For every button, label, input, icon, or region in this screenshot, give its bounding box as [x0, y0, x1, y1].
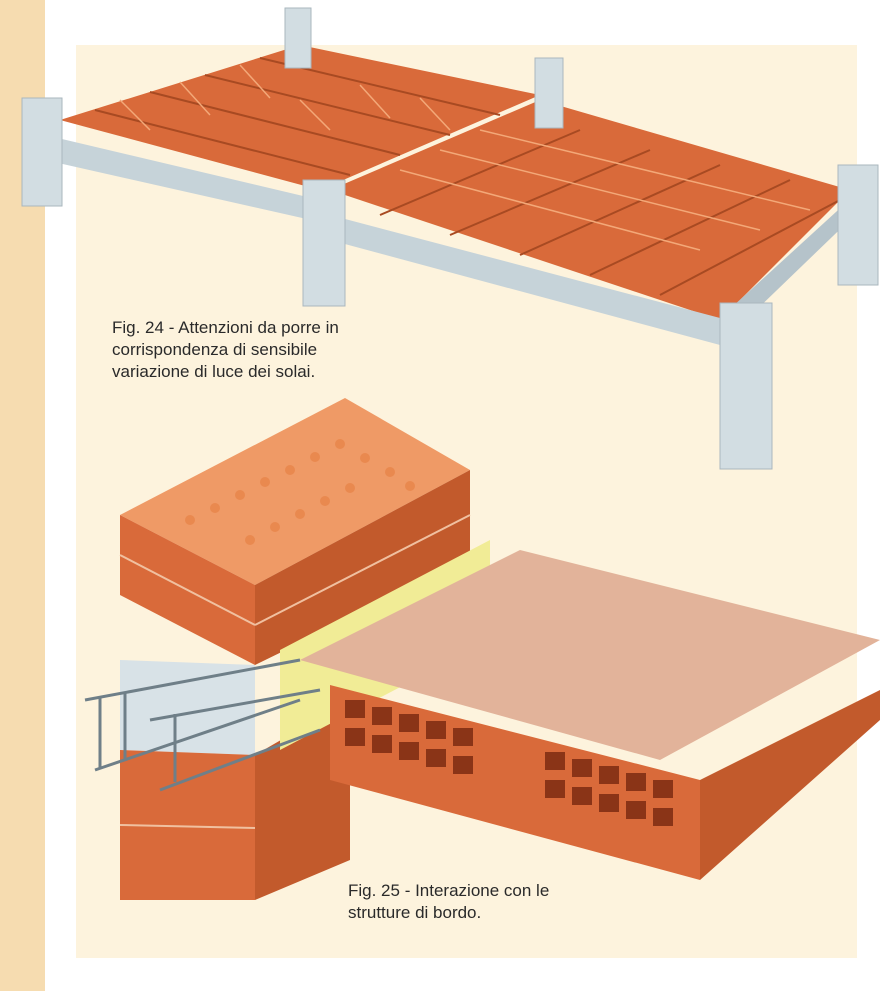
columns — [21, 7, 879, 470]
column-center — [302, 179, 346, 307]
slab-right-joists — [379, 129, 841, 296]
beam-front-left — [45, 135, 320, 222]
slab-right-block-joints — [399, 129, 811, 251]
beam-front-right — [330, 215, 720, 345]
wall-top-holes — [185, 439, 415, 545]
column-back-right — [534, 57, 564, 129]
fig24-slab-frame-illustration — [21, 7, 879, 470]
slab-block-cavities — [345, 700, 673, 826]
wall-front-face-lower — [120, 750, 255, 900]
slab-side-face — [700, 690, 880, 880]
fig24-caption: Fig. 24 - Attenzioni da porre in corrisp… — [112, 318, 339, 381]
column-back-center — [284, 7, 312, 69]
slab-top-surface — [300, 550, 880, 760]
column-right — [837, 164, 879, 286]
wall-side-face-lower — [255, 700, 350, 900]
wall-side-face-upper — [255, 470, 470, 665]
column-front — [719, 302, 773, 470]
slab-left-top — [60, 45, 540, 190]
wall-top-face — [120, 398, 470, 585]
slab-left-joists — [94, 57, 501, 176]
slab-left-block-joints — [119, 64, 451, 131]
column-left — [21, 97, 63, 207]
slab-front-face — [330, 685, 700, 880]
ring-beam-front — [120, 660, 255, 755]
fig25-caption: Fig. 25 - Interazione con le strutture d… — [348, 881, 550, 922]
reinforcement-cage — [84, 658, 321, 792]
fig25-wall-junction-illustration — [84, 398, 880, 900]
